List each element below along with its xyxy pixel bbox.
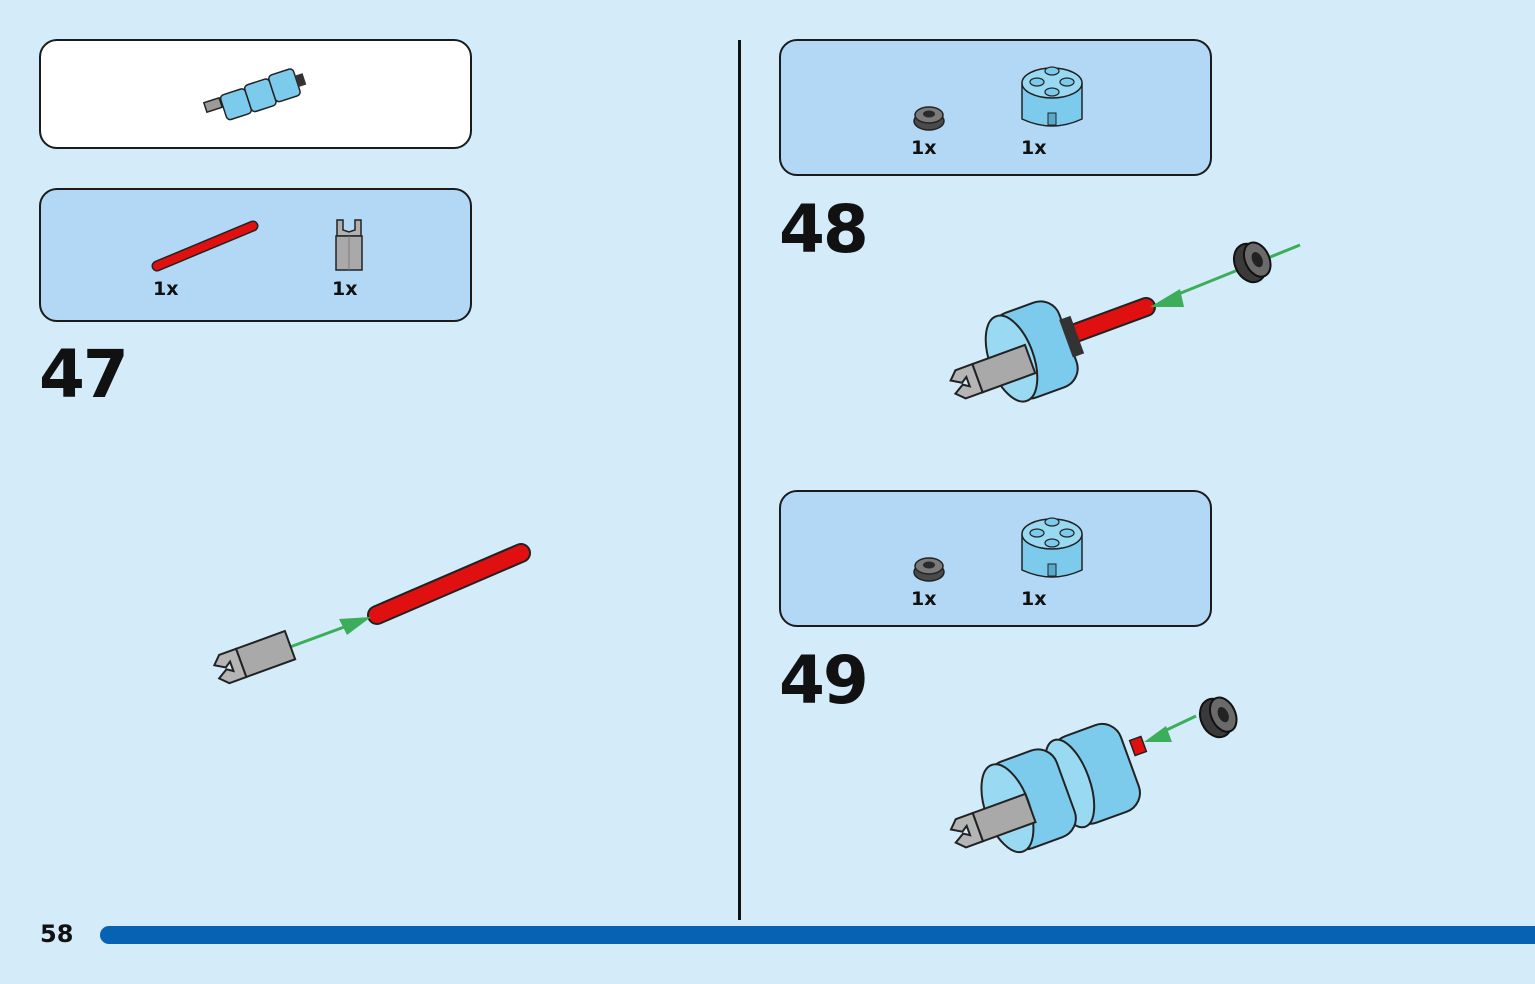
step-48-parts-box: 1x 1x — [779, 39, 1212, 176]
step-number: 48 — [779, 191, 869, 268]
part-qty: 1x — [1021, 588, 1047, 610]
step-48-illustration — [949, 241, 1301, 403]
step-49-illustration — [949, 696, 1238, 854]
round-blue-brick-icon — [1021, 66, 1083, 127]
progress-bar — [100, 926, 1535, 944]
part-qty: 1x — [153, 278, 179, 300]
dark-bush-icon — [913, 106, 945, 131]
submodel-assembly-icon — [202, 68, 307, 121]
part-qty: 1x — [911, 137, 937, 159]
step-47-illustration — [212, 543, 531, 685]
dark-bush-icon — [1198, 696, 1238, 739]
gray-clip-connector-icon — [212, 629, 297, 685]
dark-bush-icon — [913, 557, 945, 582]
page-number: 58 — [40, 920, 74, 948]
submodel-preview-box — [39, 39, 472, 149]
step-number: 47 — [39, 336, 129, 413]
gray-clip-connector-icon — [949, 343, 1037, 400]
red-axle-icon — [1128, 735, 1148, 757]
part-qty: 1x — [332, 278, 358, 300]
part-qty: 1x — [911, 588, 937, 610]
dark-bush-icon — [1232, 241, 1272, 284]
gray-clip-connector-icon — [335, 219, 363, 271]
part-qty: 1x — [1021, 137, 1047, 159]
step-49-parts-box: 1x 1x — [779, 490, 1212, 627]
gray-clip-connector-icon — [949, 792, 1037, 849]
insert-arrow-icon — [1165, 243, 1301, 301]
step-number: 49 — [779, 642, 869, 719]
step-47-parts-box: 1x 1x — [39, 188, 472, 322]
page-divider — [738, 40, 741, 920]
round-blue-brick-icon — [1021, 517, 1083, 578]
red-axle-icon — [151, 220, 259, 272]
round-blue-brick-icon — [984, 300, 1085, 403]
